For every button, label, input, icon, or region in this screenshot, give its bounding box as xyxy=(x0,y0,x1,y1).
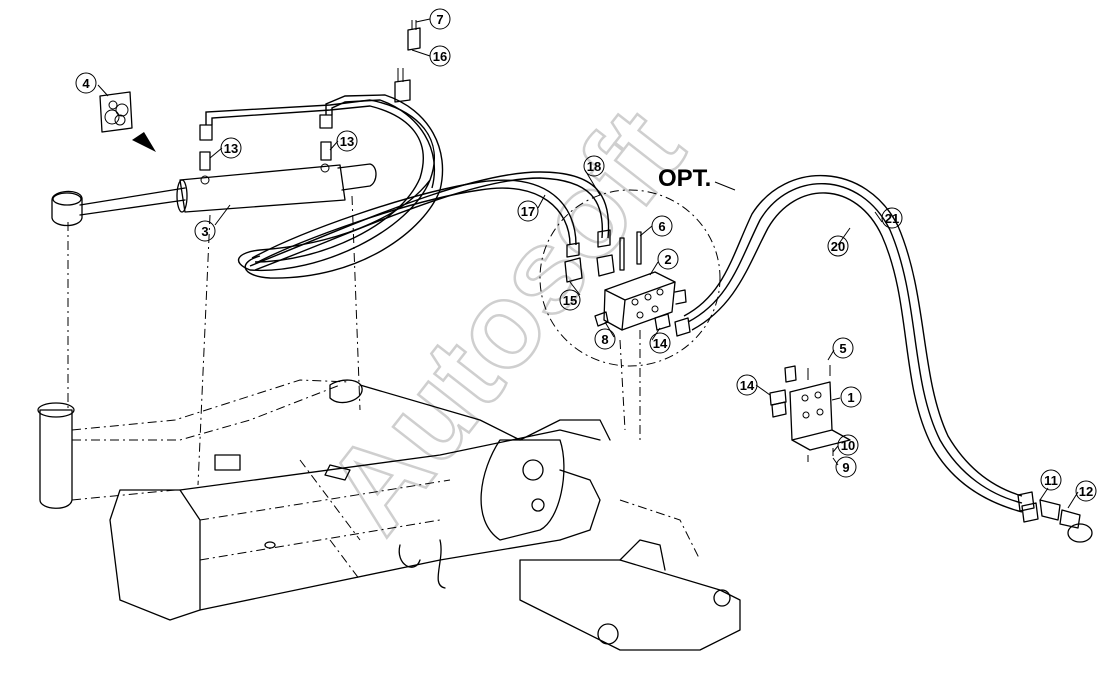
callout-6: 6 xyxy=(651,215,673,237)
svg-text:7: 7 xyxy=(436,12,443,27)
callout-13-right: 13 xyxy=(336,130,358,152)
callout-leaders xyxy=(97,18,1079,509)
callout-2: 2 xyxy=(657,248,679,270)
svg-text:11: 11 xyxy=(1044,473,1058,488)
callout-9: 9 xyxy=(835,456,857,478)
svg-text:15: 15 xyxy=(563,293,577,308)
callout-19: 18 xyxy=(583,155,605,177)
control-valve xyxy=(594,231,687,331)
valve-hoses xyxy=(249,171,610,271)
svg-text:5: 5 xyxy=(839,341,846,356)
callout-1: 1 xyxy=(840,386,862,408)
callout-3: 3 xyxy=(194,220,216,242)
quick-couplers xyxy=(1017,491,1093,543)
callout-11: 11 xyxy=(1040,469,1062,491)
svg-text:12: 12 xyxy=(1079,484,1093,499)
svg-text:14: 14 xyxy=(653,336,668,351)
leader-lines xyxy=(67,195,641,486)
callout-14: 14 xyxy=(649,332,671,354)
svg-text:8: 8 xyxy=(601,332,608,347)
callout-7: 7 xyxy=(429,8,451,30)
svg-text:2: 2 xyxy=(664,252,671,267)
long-hoses xyxy=(683,174,1023,513)
option-group-outline xyxy=(539,189,721,367)
callout-18: 17 xyxy=(517,200,539,222)
svg-text:9: 9 xyxy=(842,460,849,475)
cylinder-fittings xyxy=(199,114,333,171)
option-label: OPT. xyxy=(658,165,711,192)
callout-13-left: 13 xyxy=(220,137,242,159)
seal-kit xyxy=(99,91,133,133)
svg-text:17: 17 xyxy=(521,204,535,219)
svg-text:18: 18 xyxy=(587,159,601,174)
svg-text:13: 13 xyxy=(224,141,238,156)
callout-8: 8 xyxy=(594,328,616,350)
callout-4: 4 xyxy=(75,72,97,94)
svg-text:4: 4 xyxy=(82,76,90,91)
callout-20: 20 xyxy=(827,235,849,257)
callout-10: 10 xyxy=(837,434,859,456)
svg-text:3: 3 xyxy=(201,224,208,239)
callout-12: 12 xyxy=(1075,480,1097,502)
svg-text:13: 13 xyxy=(340,134,354,149)
callouts: 7 16 4 13 13 3 18 17 6 2 15 8 14 21 20 5… xyxy=(75,8,1097,502)
svg-text:1: 1 xyxy=(847,390,854,405)
mounting-bracket xyxy=(769,365,851,462)
callout-16: 15 xyxy=(559,289,581,311)
connectors-top xyxy=(394,20,421,103)
direction-arrow-icon xyxy=(132,132,156,152)
callout-5: 5 xyxy=(832,337,854,359)
svg-text:16: 16 xyxy=(433,49,447,64)
callout-15: 14 xyxy=(736,374,758,396)
callout-17: 16 xyxy=(429,45,451,67)
mower-frame xyxy=(37,379,741,651)
svg-text:6: 6 xyxy=(658,219,665,234)
cylinder-hoses xyxy=(205,94,444,279)
svg-text:14: 14 xyxy=(740,378,755,393)
valve-fittings xyxy=(564,229,691,337)
callout-21: 21 xyxy=(881,207,903,229)
svg-text:21: 21 xyxy=(885,211,899,226)
hydraulic-cylinder xyxy=(51,163,377,227)
svg-text:10: 10 xyxy=(841,438,855,453)
svg-text:20: 20 xyxy=(831,239,845,254)
